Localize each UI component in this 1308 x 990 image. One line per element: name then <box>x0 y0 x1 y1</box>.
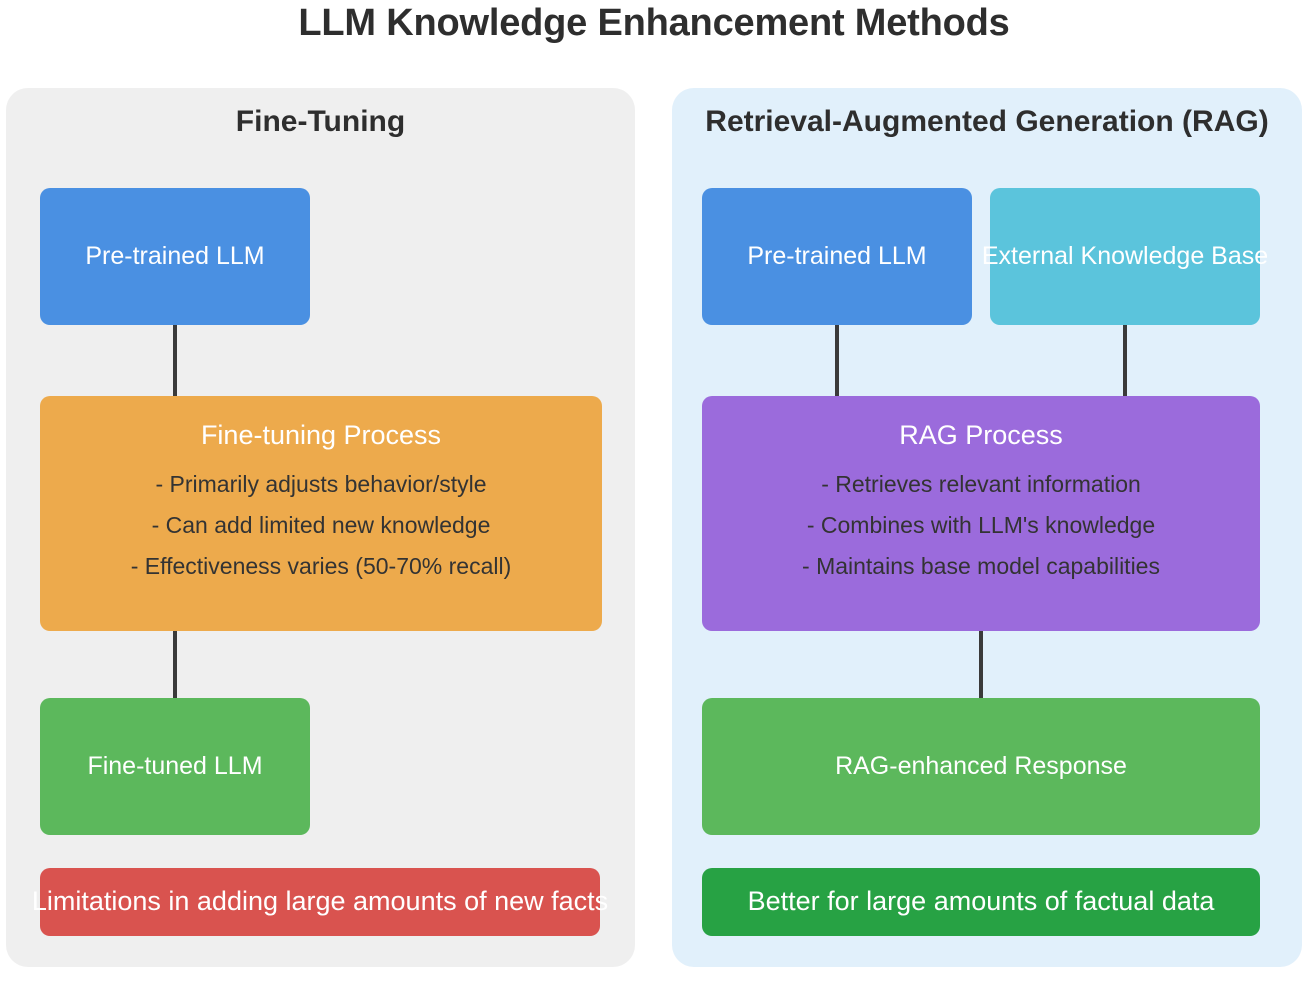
node-fine-tuning-limitation-callout[interactable]: Limitations in adding large amounts of n… <box>32 868 608 936</box>
node-rag-advantage-callout[interactable]: Better for large amounts of factual data <box>702 868 1260 936</box>
node-title: RAG Process <box>899 420 1063 450</box>
connector-pretrained-to-process <box>835 325 839 396</box>
connector-process-to-response <box>979 631 983 698</box>
list-item: - Maintains base model capabilities <box>802 553 1160 579</box>
node-label: Better for large amounts of factual data <box>747 886 1215 917</box>
node-external-knowledge-base[interactable]: External Knowledge Base <box>982 188 1268 325</box>
node-label: Pre-trained LLM <box>747 241 927 270</box>
node-bullet-list: - Retrieves relevant information - Combi… <box>802 471 1160 580</box>
node-label: Fine-tuned LLM <box>87 751 263 780</box>
node-title: Fine-tuning Process <box>200 420 442 450</box>
list-item: - Combines with LLM's knowledge <box>806 512 1156 538</box>
node-rag-pretrained-llm[interactable]: Pre-trained LLM <box>702 188 972 325</box>
panel-title-fine-tuning: Fine-Tuning <box>235 105 406 138</box>
connector-pretrained-to-process <box>173 325 177 396</box>
list-item: - Effectiveness varies (50-70% recall) <box>130 553 512 579</box>
node-label: Limitations in adding large amounts of n… <box>31 886 609 917</box>
node-label: RAG-enhanced Response <box>835 751 1127 780</box>
node-rag-enhanced-response[interactable]: RAG-enhanced Response <box>702 698 1260 835</box>
node-bullet-list: - Primarily adjusts behavior/style - Can… <box>131 471 512 580</box>
connector-knowledge-base-to-process <box>1123 325 1127 396</box>
node-rag-process[interactable]: RAG Process - Retrieves relevant informa… <box>702 396 1260 631</box>
panel-title-rag: Retrieval-Augmented Generation (RAG) <box>705 105 1269 138</box>
node-fine-tuned-llm[interactable]: Fine-tuned LLM <box>40 698 310 835</box>
node-label: Pre-trained LLM <box>85 241 265 270</box>
connector-process-to-result <box>173 631 177 698</box>
list-item: - Retrieves relevant information <box>821 471 1141 497</box>
node-fine-tuning-process[interactable]: Fine-tuning Process - Primarily adjusts … <box>40 396 602 631</box>
list-item: - Primarily adjusts behavior/style <box>155 471 487 497</box>
page-title: LLM Knowledge Enhancement Methods <box>298 2 1010 44</box>
node-fine-tuning-pretrained-llm[interactable]: Pre-trained LLM <box>40 188 310 325</box>
node-label: External Knowledge Base <box>981 241 1269 270</box>
list-item: - Can add limited new knowledge <box>151 512 491 538</box>
